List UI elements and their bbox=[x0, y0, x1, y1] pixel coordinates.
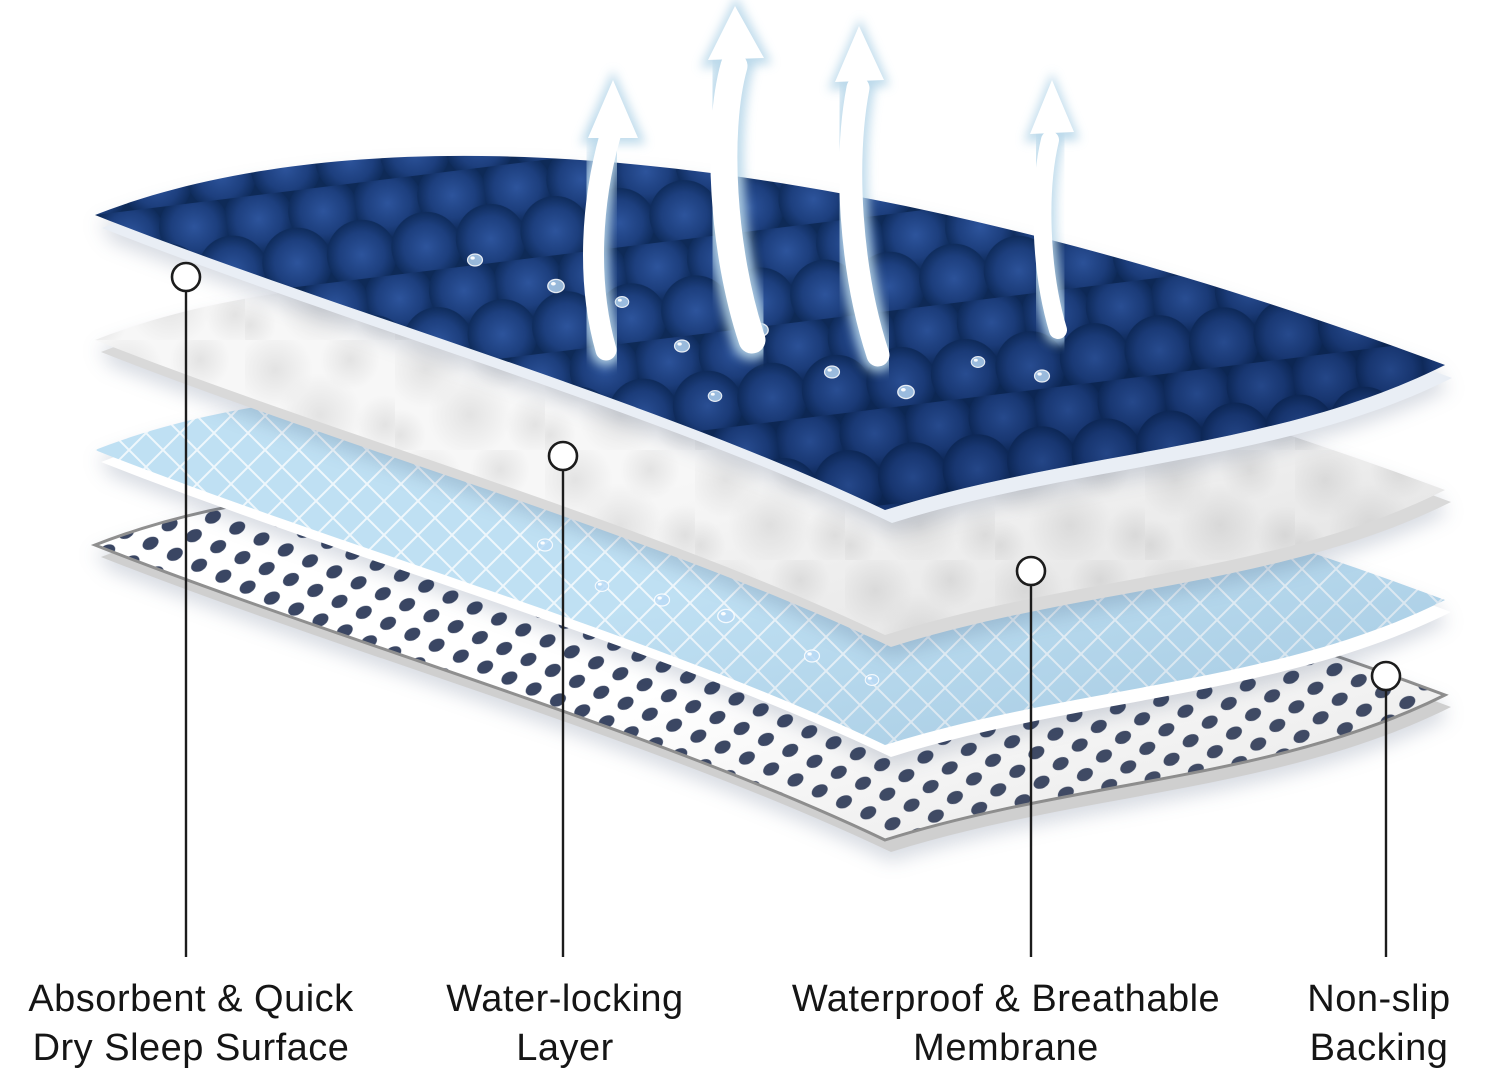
callout-circle-membrane bbox=[1015, 555, 1047, 587]
label-water-locking: Water-locking Layer bbox=[400, 975, 730, 1072]
label-line: Backing bbox=[1309, 1026, 1449, 1069]
label-line: Dry Sleep Surface bbox=[32, 1026, 350, 1069]
airflow-arrow-icon bbox=[700, 0, 772, 360]
callout-circle-backing bbox=[1370, 660, 1402, 692]
label-backing: Non-slip Backing bbox=[1258, 975, 1500, 1072]
label-line: Non-slip bbox=[1307, 978, 1451, 1020]
airflow-arrow-icon bbox=[577, 70, 646, 366]
label-membrane: Waterproof & Breathable Membrane bbox=[760, 975, 1252, 1072]
callout-lines bbox=[184, 291, 1388, 957]
label-line: Membrane bbox=[913, 1026, 1099, 1069]
label-sleep-surface: Absorbent & Quick Dry Sleep Surface bbox=[0, 975, 382, 1072]
label-line: Absorbent & Quick bbox=[28, 978, 354, 1020]
callout-circle-sleep-surface bbox=[170, 261, 202, 293]
label-line: Water-locking bbox=[446, 978, 684, 1020]
callout-circle-water-locking bbox=[547, 440, 579, 472]
airflow-arrow-icon bbox=[828, 18, 895, 372]
label-line: Waterproof & Breathable bbox=[791, 978, 1221, 1020]
airflow-arrow-icon bbox=[1024, 72, 1080, 344]
callout-circles bbox=[170, 261, 1402, 692]
label-line: Layer bbox=[516, 1026, 614, 1069]
